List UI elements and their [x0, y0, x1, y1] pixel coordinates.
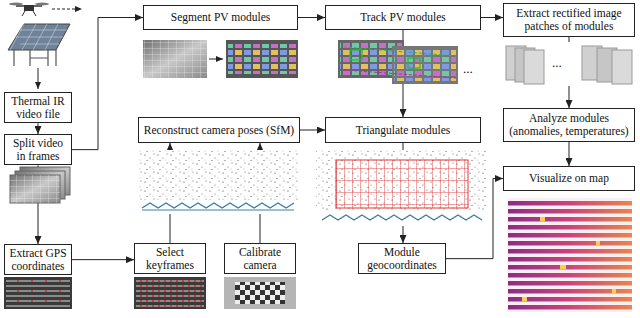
illustration-part [143, 40, 207, 78]
box-label: Triangulate modules [329, 124, 477, 137]
box-label: Reconstruct camera poses (SfM) [142, 124, 296, 137]
ellipsis-label: ... [462, 62, 474, 75]
checkerboard-image [224, 277, 296, 309]
process-box: Triangulate modules [325, 117, 481, 143]
gps-track-image [4, 277, 72, 309]
illustration-part [224, 277, 296, 309]
module-patches [503, 42, 635, 86]
flow-arrow [38, 123, 39, 134]
illustration-part [38, 68, 39, 89]
illustration-part [316, 150, 486, 210]
illustration-part [134, 277, 206, 309]
point-cloud [138, 150, 300, 214]
illustration-part [228, 44, 296, 74]
illustration-part [143, 40, 207, 78]
box-label: Calibrate camera [228, 246, 292, 271]
box-label: Module geocoordinates [362, 246, 442, 271]
box-label: Thermal IR video file [8, 95, 68, 120]
illustration-part [392, 46, 458, 84]
illustration-part [336, 160, 468, 208]
illustration-part [350, 50, 362, 60]
illustration-part [52, 9, 82, 10]
illustration-part [138, 150, 300, 214]
box-label: Split video in frames [8, 137, 68, 162]
frame-stack [10, 167, 70, 203]
box-label: Analyze modules (anomalies, temperatures… [507, 112, 631, 137]
illustration-part [14, 50, 56, 66]
illustration-part [35, 3, 49, 6]
process-box: Thermal IR video file [4, 92, 72, 123]
illustration-part [596, 241, 600, 246]
ellipsis-label: ... [551, 56, 563, 69]
box-label: Extract GPS coordinates [8, 247, 68, 272]
illustration-part [6, 279, 70, 307]
box-label: Select keyframes [138, 246, 202, 271]
flow-arrow [300, 130, 325, 131]
triangulation-cloud [316, 150, 486, 226]
illustration-part [226, 40, 298, 78]
flow-arrow [298, 17, 325, 18]
illustration-part [4, 277, 72, 309]
flow-arrow [569, 142, 570, 166]
illustration-part [10, 175, 60, 203]
illustration-part [560, 265, 566, 270]
flow-arrow [72, 259, 134, 260]
illustration-part [522, 297, 527, 302]
illustration-part [540, 217, 545, 222]
illustration-part [322, 215, 482, 220]
process-box: Reconstruct camera poses (SfM) [138, 117, 300, 143]
illustration-part [408, 58, 420, 68]
illustration-part [336, 160, 468, 208]
illustration-part [136, 279, 204, 307]
process-box: Split video in frames [4, 134, 72, 165]
illustration-part [9, 3, 23, 6]
illustration-part [344, 70, 456, 78]
process-box: Select keyframes [134, 243, 206, 274]
flow-arrow [72, 18, 143, 150]
process-box: Extract rectified image patches of modul… [503, 3, 635, 37]
illustration-part [10, 24, 67, 50]
illustration-part [138, 150, 300, 200]
illustration-part [344, 47, 456, 56]
process-box: Calibrate camera [224, 243, 296, 274]
illustration-part [136, 279, 204, 307]
process-box: Segment PV modules [143, 5, 298, 30]
process-box: Module geocoordinates [358, 243, 446, 274]
illustration-part [209, 59, 223, 60]
box-label: Visualize on map [507, 172, 631, 185]
illustration-part [142, 210, 294, 211]
process-box: Visualize on map [503, 166, 635, 191]
illustration-part [524, 50, 544, 84]
illustration-part [6, 279, 70, 307]
illustration-part [235, 282, 285, 304]
process-box: Analyze modules (anomalies, temperatures… [503, 108, 635, 142]
illustration-part [316, 150, 486, 226]
illustration-part [612, 289, 616, 294]
illustration-part [508, 201, 632, 310]
segmentation-images [143, 40, 298, 78]
solar-panel-icon [8, 24, 70, 89]
process-box: Extract GPS coordinates [4, 244, 72, 275]
box-label: Segment PV modules [147, 11, 294, 24]
illustration-part [503, 42, 635, 86]
module-map [508, 198, 632, 312]
illustration-part [22, 11, 25, 16]
box-label: Track PV modules [329, 11, 477, 24]
box-label: Extract rectified image patches of modul… [507, 7, 631, 32]
illustration-part [508, 198, 632, 312]
illustration-part [10, 175, 60, 203]
illustration-part [24, 5, 34, 11]
illustration-part [142, 203, 294, 208]
flow-arrow [481, 17, 503, 18]
drone-icon [9, 3, 82, 17]
process-box: Track PV modules [325, 5, 481, 30]
tracking-images [338, 40, 458, 84]
illustration-part [8, 24, 70, 50]
keyframes-image [134, 277, 206, 309]
illustration-part [33, 11, 36, 16]
illustration-part [612, 50, 632, 84]
